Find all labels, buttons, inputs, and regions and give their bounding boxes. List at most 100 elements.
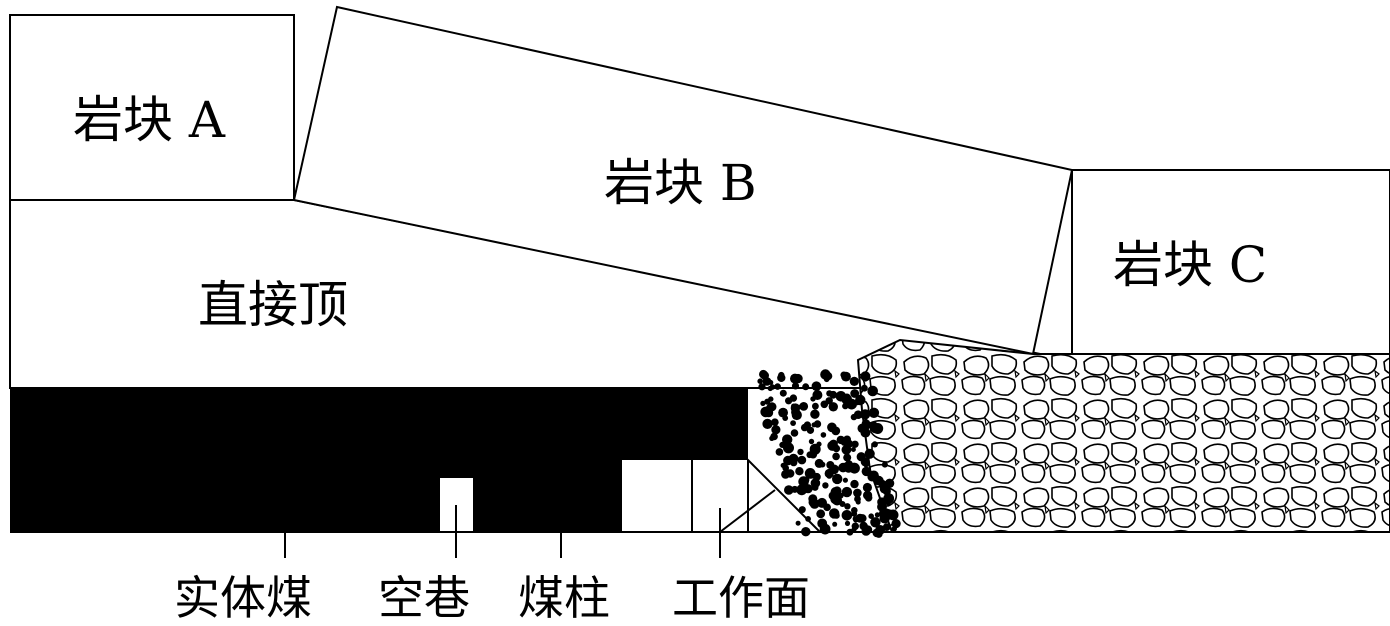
coal-fragment bbox=[782, 434, 793, 445]
coal-fragment bbox=[882, 523, 891, 531]
coal-fragment bbox=[782, 415, 789, 421]
coal-fragment bbox=[791, 409, 802, 421]
coal-fragment bbox=[784, 485, 794, 495]
coal-fragment bbox=[840, 371, 848, 379]
coal-fragment bbox=[864, 448, 875, 459]
coal-fragment bbox=[842, 511, 852, 521]
working-face-label: 工作面 bbox=[672, 571, 810, 625]
coal-fragment bbox=[867, 385, 878, 397]
coal-fragment bbox=[836, 435, 845, 445]
coal-fragment bbox=[801, 527, 811, 537]
coal-fragment bbox=[806, 451, 813, 459]
coal-fragment bbox=[764, 408, 774, 418]
coal-fragment bbox=[832, 452, 840, 461]
coal-fragment bbox=[822, 482, 829, 489]
coal-fragment bbox=[863, 490, 873, 500]
slope-line bbox=[719, 489, 776, 533]
coal-fragment bbox=[820, 400, 829, 409]
coal-fragment bbox=[843, 453, 852, 462]
coal-fragment bbox=[797, 448, 804, 456]
coal-fragment bbox=[783, 442, 794, 454]
coal-fragment bbox=[853, 488, 862, 498]
coal-fragment bbox=[881, 461, 888, 468]
coal-fragment bbox=[791, 403, 797, 409]
block-c-label: 岩块 C bbox=[1113, 236, 1267, 294]
coal-fragment bbox=[887, 509, 899, 521]
coal-fragment bbox=[832, 521, 838, 527]
coal-fragment bbox=[795, 467, 804, 476]
coal-fragment bbox=[812, 390, 823, 400]
coal-fragment bbox=[795, 520, 801, 526]
coal-fragment bbox=[767, 385, 773, 392]
coal-fragment bbox=[868, 407, 880, 418]
coal-fragment bbox=[855, 499, 861, 505]
coal-fragment bbox=[859, 521, 868, 531]
coal-fragment bbox=[758, 383, 766, 391]
coal-fragment bbox=[850, 479, 859, 489]
coal-fragment bbox=[809, 443, 821, 455]
coal-fragment bbox=[778, 407, 788, 418]
coal-fragment bbox=[855, 513, 865, 523]
coal-fragment bbox=[786, 469, 795, 478]
coal-fragment bbox=[803, 421, 812, 429]
coal-fragment bbox=[844, 520, 851, 527]
coal-fragment bbox=[817, 497, 827, 508]
coal-fragment bbox=[862, 482, 873, 493]
block-a-label: 岩块 A bbox=[73, 91, 226, 149]
coal-fragment bbox=[790, 420, 796, 426]
working-face-support bbox=[622, 460, 748, 532]
coal-fragment bbox=[860, 371, 871, 382]
coal-fragment bbox=[771, 418, 779, 427]
coal-fragment bbox=[828, 402, 838, 412]
coal-fragment bbox=[814, 458, 824, 468]
coal-fragment bbox=[829, 508, 840, 519]
coal-fragment bbox=[809, 498, 820, 509]
coal-fragment bbox=[868, 470, 879, 481]
coal-fragment bbox=[841, 486, 853, 498]
coal-fragment bbox=[771, 425, 781, 435]
coal-fragment bbox=[805, 516, 811, 522]
coal-fragment bbox=[819, 523, 831, 535]
coal-fragment bbox=[802, 383, 810, 391]
coal-fragment bbox=[850, 447, 856, 452]
coal-fragment bbox=[764, 398, 771, 405]
coal-fragment bbox=[834, 473, 841, 480]
coal-fragment bbox=[770, 432, 778, 441]
coal-fragment bbox=[871, 441, 878, 448]
coal-fragment bbox=[798, 404, 804, 410]
solid-coal-label: 实体煤 bbox=[174, 571, 312, 625]
coal-fragment bbox=[778, 371, 785, 379]
coal-fragment bbox=[812, 402, 819, 410]
coal-fragment bbox=[820, 432, 827, 438]
coal-fragment bbox=[870, 517, 881, 528]
coal-fragment bbox=[774, 383, 781, 390]
coal-fragment bbox=[851, 440, 859, 448]
coal-fragment bbox=[891, 519, 901, 529]
coal-fragment bbox=[884, 478, 895, 488]
coal-fragment bbox=[829, 439, 838, 449]
coal-fragment bbox=[798, 506, 806, 514]
coal-fragment bbox=[842, 477, 849, 483]
coal-fragment bbox=[796, 484, 808, 496]
coal-fragment bbox=[782, 464, 789, 472]
coal-fragment bbox=[878, 502, 885, 509]
coal-fragment bbox=[846, 528, 854, 536]
coal-fragment bbox=[880, 508, 888, 516]
coal-fragment bbox=[826, 473, 833, 479]
coal-fragment bbox=[831, 426, 841, 436]
coal-fragment bbox=[863, 462, 869, 468]
coal-fragment bbox=[860, 409, 871, 420]
coal-fragment bbox=[768, 380, 774, 385]
block-a bbox=[9, 14, 295, 201]
coal-fragment bbox=[860, 428, 870, 438]
coal-fragment bbox=[810, 409, 820, 419]
coal-fragment bbox=[790, 458, 798, 467]
coal-fragment bbox=[790, 429, 799, 437]
coal-fragment bbox=[850, 413, 858, 421]
coal-fragment bbox=[762, 418, 773, 429]
broken-coal-rubble bbox=[757, 369, 901, 538]
coal-fragment bbox=[850, 462, 858, 470]
coal-fragment bbox=[861, 419, 871, 429]
gob-caved-rock bbox=[856, 338, 1390, 533]
